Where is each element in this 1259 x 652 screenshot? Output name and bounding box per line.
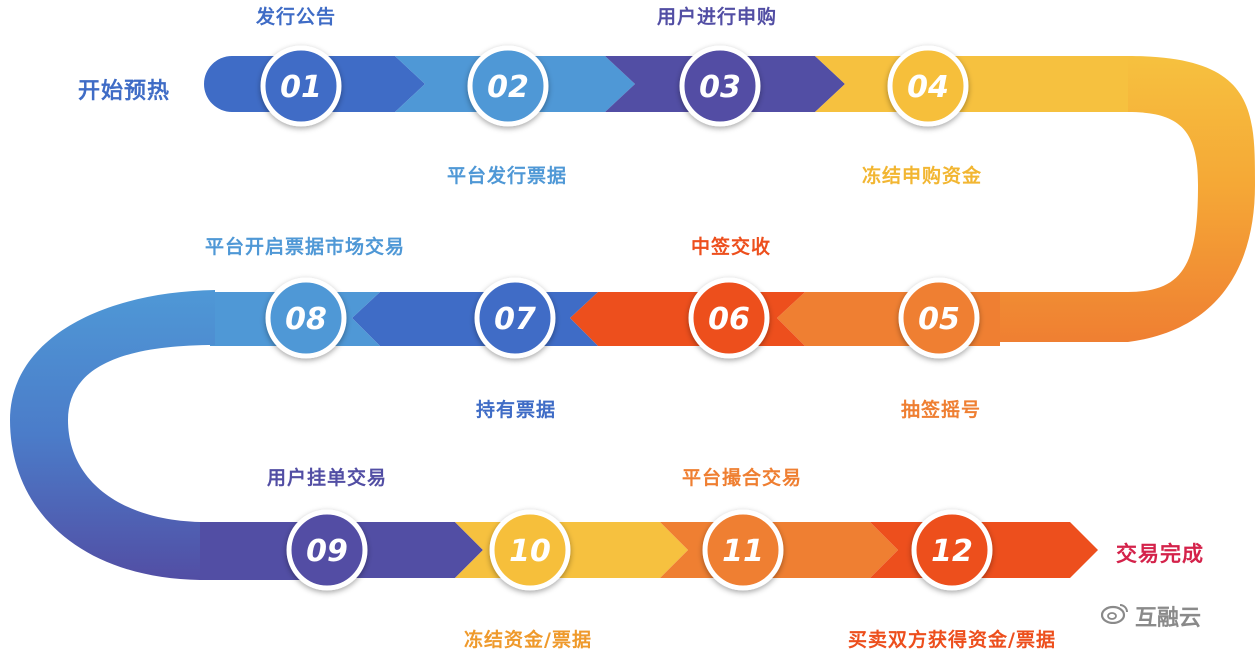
weibo-icon xyxy=(1100,602,1129,630)
step-09-number: 09 xyxy=(306,534,348,569)
step-10-circle: 10 xyxy=(489,509,571,591)
step-09-label: 用户挂单交易 xyxy=(266,467,388,489)
step-11-circle: 11 xyxy=(702,509,784,591)
step-01-number: 01 xyxy=(280,70,322,105)
step-05-label: 抽签摇号 xyxy=(900,399,982,421)
step-08-label: 平台开启票据市场交易 xyxy=(204,236,406,258)
step-12-number: 12 xyxy=(931,534,973,569)
step-10-number: 10 xyxy=(509,534,551,569)
watermark-text: 互融云 xyxy=(1135,606,1202,631)
step-08-circle: 08 xyxy=(265,277,347,359)
step-08-number: 08 xyxy=(285,302,327,337)
step-02-circle: 02 xyxy=(467,45,549,127)
step-04-number: 04 xyxy=(907,70,949,105)
step-07-label: 持有票据 xyxy=(475,399,557,421)
step-03-circle: 03 xyxy=(679,45,761,127)
left-curve xyxy=(10,290,300,580)
step-06-number: 06 xyxy=(708,302,750,337)
step-12-circle: 12 xyxy=(911,509,993,591)
watermark: 互融云 xyxy=(1100,600,1202,632)
step-07-number: 07 xyxy=(494,302,536,337)
step-01-circle: 01 xyxy=(260,45,342,127)
step-03-label: 用户进行申购 xyxy=(656,6,778,28)
step-06-circle: 06 xyxy=(688,277,770,359)
end-label: 交易完成 xyxy=(1116,542,1204,566)
step-03-number: 03 xyxy=(699,70,741,105)
step-07-circle: 07 xyxy=(474,277,556,359)
step-01-label: 发行公告 xyxy=(255,6,337,28)
step-04-circle: 04 xyxy=(887,45,969,127)
step-04-label: 冻结申购资金 xyxy=(861,165,983,187)
step-05-number: 05 xyxy=(918,302,960,337)
step-05-circle: 05 xyxy=(898,277,980,359)
step-12-label: 买卖双方获得资金/票据 xyxy=(848,629,1056,651)
segment-06 xyxy=(570,292,805,346)
step-10-label: 冻结资金/票据 xyxy=(464,629,592,651)
step-11-label: 平台撮合交易 xyxy=(681,467,803,489)
step-02-number: 02 xyxy=(487,70,529,105)
step-02-label: 平台发行票据 xyxy=(446,165,568,187)
row-1-band xyxy=(204,56,1130,112)
segment-04 xyxy=(815,56,1130,112)
step-11-number: 11 xyxy=(722,534,764,569)
step-06-label: 中签交收 xyxy=(690,236,772,258)
start-label: 开始预热 xyxy=(78,79,171,104)
step-09-circle: 09 xyxy=(286,509,368,591)
